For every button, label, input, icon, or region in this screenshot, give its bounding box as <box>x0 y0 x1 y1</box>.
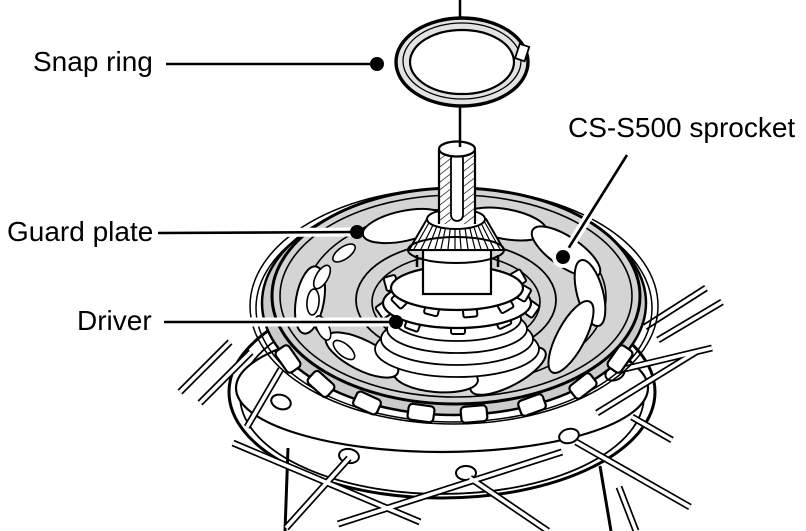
label-driver: Driver <box>77 305 152 336</box>
driver-cylinder <box>421 248 493 296</box>
label-snap-ring: Snap ring <box>33 46 153 77</box>
guard-plate-leader-line <box>157 230 358 235</box>
spokes <box>177 285 724 531</box>
axle <box>437 140 477 224</box>
driver-assembly <box>374 140 541 378</box>
snap-ring <box>394 16 531 108</box>
snap-ring-leader-dot <box>370 57 384 71</box>
sprocket-teeth <box>274 344 634 424</box>
leader-lines <box>157 57 631 329</box>
hub-body <box>283 447 290 531</box>
sprocket-leader-dot <box>556 250 570 264</box>
snap-ring-gap <box>513 42 531 63</box>
sprocket-leader-line <box>561 154 629 258</box>
axle-slot <box>450 152 464 222</box>
guard-plate-leader-dot <box>350 225 364 239</box>
driver-leader-dot <box>389 315 403 329</box>
label-cs-s500-sprocket: CS-S500 sprocket <box>568 112 796 143</box>
label-guard-plate: Guard plate <box>7 216 154 247</box>
